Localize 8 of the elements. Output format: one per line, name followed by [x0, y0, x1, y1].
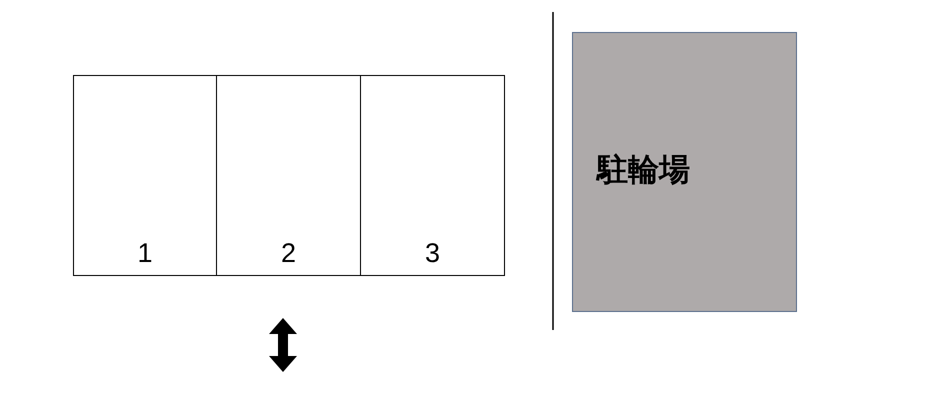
- space-number: 1: [136, 238, 154, 269]
- space-number: 3: [424, 238, 442, 269]
- parking-space: [73, 75, 217, 276]
- area-label: 駐輪場: [597, 151, 690, 190]
- parking-area: [572, 32, 797, 312]
- parking-space: [216, 75, 361, 276]
- space-number: 2: [280, 238, 298, 269]
- parking-space: [360, 75, 505, 276]
